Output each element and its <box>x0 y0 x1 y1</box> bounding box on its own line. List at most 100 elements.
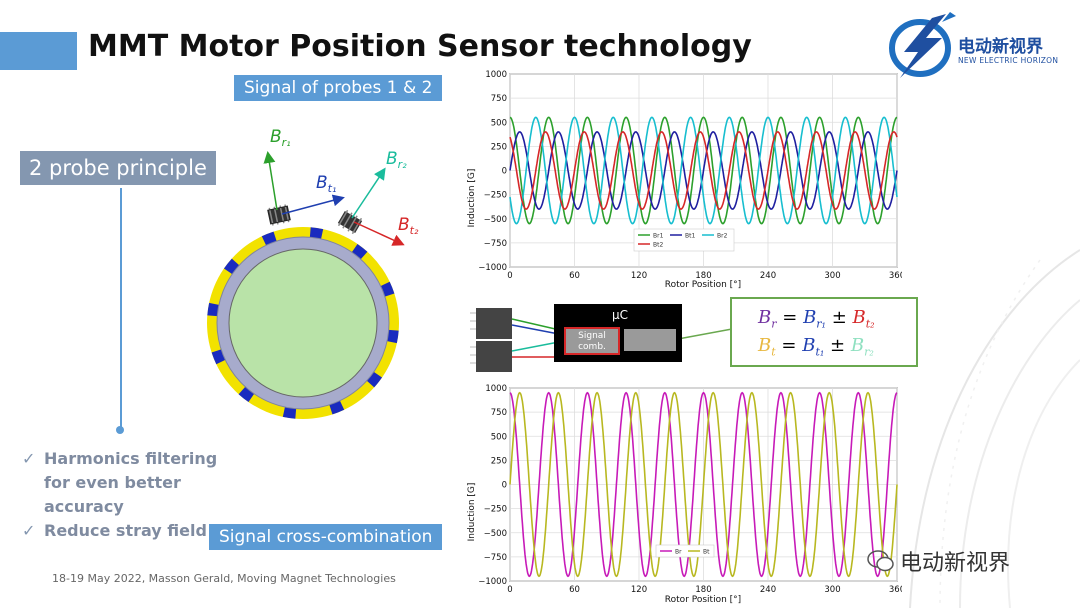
probe-signals-chart: Induction [G] Rotor Position [°] 0 60 120 1… <box>467 70 902 290</box>
slide-title: MMT Motor Position Sensor technology <box>88 29 752 64</box>
x-tick-label: 180 <box>695 271 711 281</box>
x-tick-label: 360 <box>889 271 902 281</box>
magnet-pole <box>329 400 345 415</box>
series-line-bt1 <box>509 131 898 210</box>
y-tick-label: −750 <box>484 239 507 249</box>
magnet-pole <box>309 227 324 239</box>
y-tick-label: −500 <box>484 529 507 539</box>
wechat-icon <box>867 550 894 572</box>
y-tick-label: 250 <box>491 142 507 152</box>
y-tick-label: 750 <box>491 94 507 104</box>
y-tick-label: 0 <box>502 481 507 491</box>
bt2-label: Bt₂ <box>398 215 419 237</box>
decorative-curves <box>909 249 1080 608</box>
bt1-vector <box>281 194 345 215</box>
processing-block <box>624 329 676 351</box>
watermark-text: 电动新视界 <box>900 551 1011 576</box>
sensor-chip <box>476 308 512 372</box>
series-line-bt2 <box>509 131 898 210</box>
combination-formula: Br = Br₁ ± Bt₂ Bt = Bt₁ ± Br₂ <box>730 297 918 367</box>
legend-label: Bt2 <box>653 242 663 249</box>
legend-label: Br <box>675 549 682 556</box>
y-tick-label: −750 <box>484 553 507 563</box>
x-axis-label: Rotor Position [°] <box>665 595 741 605</box>
magnet-pole <box>282 407 297 419</box>
x-tick-label: 120 <box>631 271 647 281</box>
magnet-pole <box>387 329 399 344</box>
magnet-poles <box>207 227 399 419</box>
magnet-pole <box>223 258 240 275</box>
y-tick-label: 500 <box>491 118 507 128</box>
y-tick-label: 250 <box>491 456 507 466</box>
y-tick-label: −250 <box>484 191 507 201</box>
x-tick-label: 0 <box>507 271 512 281</box>
bt2-vector <box>353 221 405 246</box>
y-tick-label: 500 <box>491 432 507 442</box>
connector-dot <box>116 426 124 434</box>
legend-label: Br2 <box>717 233 728 240</box>
legend-label: Bt1 <box>685 233 695 240</box>
accent-bar <box>0 32 77 70</box>
bt1-label: Bt₁ <box>316 173 336 195</box>
y-tick-label: 1000 <box>485 384 507 394</box>
magnet-pole <box>351 243 368 260</box>
br1-vector <box>263 151 278 211</box>
legend-label: Bt <box>703 549 710 556</box>
x-tick-label: 60 <box>569 271 580 281</box>
check-icon: ✓ <box>22 521 36 540</box>
x-tick-label: 0 <box>507 585 512 595</box>
x-tick-label: 60 <box>569 585 580 595</box>
legend-box <box>655 544 715 558</box>
series-line-br <box>509 391 898 578</box>
series-line-bt <box>509 391 898 578</box>
lightning-bolt-logo-icon <box>889 12 956 78</box>
probe-1-chip <box>267 204 291 226</box>
check-icon: ✓ <box>22 449 36 468</box>
x-axis-label: Rotor Position [°] <box>665 280 741 290</box>
microcontroller-block: μC Signal comb. <box>554 304 682 362</box>
magnet-pole <box>366 371 383 388</box>
y-tick-label: −250 <box>484 505 507 515</box>
probes-signal-label: Signal of probes 1 & 2 <box>234 75 443 101</box>
formula-bt: Bt = Bt₁ ± Br₂ <box>758 335 874 359</box>
principle-label: 2 probe principle <box>20 151 216 185</box>
footer-text: 18-19 May 2022, Masson Gerald, Moving Ma… <box>52 572 396 585</box>
signal-comb-block: Signal comb. <box>564 327 620 355</box>
y-tick-label: 750 <box>491 408 507 418</box>
principle-connector-line <box>120 188 122 430</box>
logo-name: 电动新视界 <box>958 37 1043 57</box>
x-tick-label: 300 <box>824 585 840 595</box>
probe-2-chip <box>337 209 363 235</box>
mc-label: μC <box>612 308 629 322</box>
rotor-diagram: Br₁ Bt₁ Br₂ Bt₂ <box>207 127 419 419</box>
x-tick-label: 240 <box>760 271 776 281</box>
legend-label: Br1 <box>653 233 664 240</box>
br2-vector <box>351 167 386 219</box>
combined-signals-chart: Induction [G] Rotor Position [°] 0 60 120 1… <box>467 384 902 605</box>
series-line-br2 <box>509 116 898 225</box>
x-tick-label: 180 <box>695 585 711 595</box>
magnet-pole <box>380 281 395 297</box>
y-axis-label: Induction [G] <box>467 169 477 228</box>
y-tick-label: 1000 <box>485 70 507 80</box>
y-tick-label: 0 <box>502 167 507 177</box>
x-tick-label: 300 <box>824 271 840 281</box>
y-tick-label: −1000 <box>478 263 507 273</box>
cross-combination-label: Signal cross-combination <box>209 524 443 550</box>
magnet-pole <box>211 349 226 365</box>
x-tick-label: 360 <box>889 585 902 595</box>
magnet-pole <box>238 386 255 403</box>
rotor-core <box>228 248 378 398</box>
magnet-pole <box>261 231 277 246</box>
y-tick-label: −500 <box>484 215 507 225</box>
y-tick-label: −1000 <box>478 577 507 587</box>
x-tick-label: 240 <box>760 585 776 595</box>
formula-br: Br = Br₁ ± Bt₂ <box>758 307 875 331</box>
magnet-pole <box>207 302 219 317</box>
y-axis-label: Induction [G] <box>467 483 477 542</box>
br2-label: Br₂ <box>386 149 407 171</box>
br1-label: Br₁ <box>270 127 291 149</box>
benefit-item: ✓Harmonics filtering for even better acc… <box>22 447 274 519</box>
x-tick-label: 120 <box>631 585 647 595</box>
logo-subtitle: NEW ELECTRIC HORIZON <box>958 56 1059 65</box>
